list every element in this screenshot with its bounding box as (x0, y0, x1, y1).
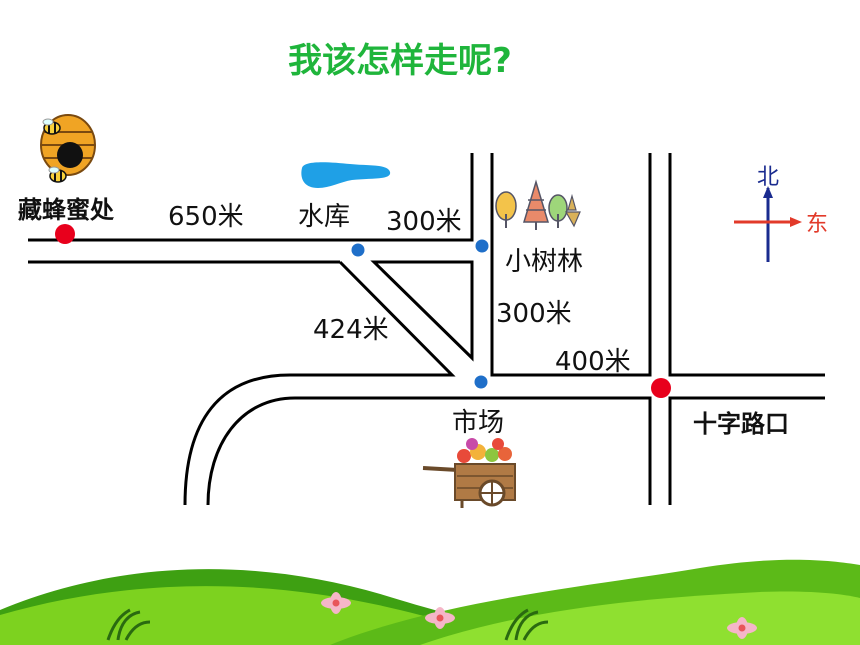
road-triangle-island (370, 260, 474, 362)
grove-dot (475, 239, 489, 253)
north-arrow-icon (763, 186, 773, 198)
flower-icon (321, 592, 351, 614)
road-bottom-inner (206, 396, 652, 506)
distance-300-side: 300米 (496, 299, 572, 329)
page-title: 我该怎样走呢? (288, 41, 512, 81)
distance-300-top: 300米 (386, 207, 462, 237)
distance-424: 424米 (313, 315, 389, 345)
beehive-icon (40, 114, 96, 183)
flowers (321, 592, 757, 639)
distance-650: 650米 (168, 202, 244, 232)
label-market: 市场 (452, 408, 504, 438)
reservoir-dot (351, 243, 365, 257)
road-top-upper-edge (28, 153, 474, 242)
grass-tufts (106, 608, 549, 641)
road-right-upper (668, 153, 825, 377)
flower-icon (727, 617, 757, 639)
compass: 北 东 (734, 165, 828, 262)
flower-icon (425, 607, 455, 629)
east-arrow-icon (790, 217, 802, 227)
compass-east-label: 东 (806, 212, 828, 237)
reservoir-water-icon (301, 162, 391, 188)
trees-icon (495, 179, 581, 230)
label-crossroad: 十字路口 (693, 410, 789, 438)
fruit-cart-icon (422, 438, 516, 508)
crossroad-dot (651, 378, 671, 398)
distance-400: 400米 (555, 347, 631, 377)
market-dot (474, 375, 488, 389)
start-dot (55, 224, 75, 244)
road-right-lower (668, 396, 825, 505)
compass-north-label: 北 (757, 165, 779, 190)
road-grove-block (490, 153, 652, 377)
road-diagonal-curve (183, 260, 456, 506)
label-grove: 小树林 (505, 247, 583, 277)
label-beehive: 藏蜂蜜处 (18, 196, 114, 224)
label-reservoir: 水库 (298, 202, 350, 232)
roads (28, 153, 825, 506)
